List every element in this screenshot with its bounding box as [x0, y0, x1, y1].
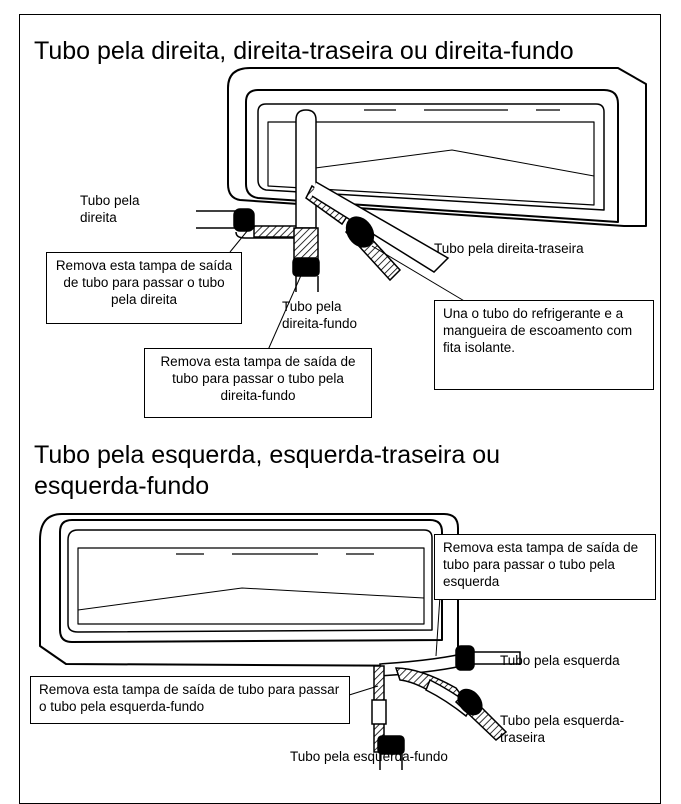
label-right-rear-pipe: Tubo pela direita-traseira — [434, 241, 584, 256]
pipes-bottom — [371, 645, 521, 770]
label-right-pipe: Tubo pela direita — [80, 193, 140, 225]
pipes-top — [196, 109, 450, 292]
callout-remove-right-bottom-cover: Remova esta tampa de saída de tubo para … — [144, 348, 372, 418]
leaders-bottom — [345, 595, 441, 697]
label-right-bottom-pipe: Tubo pela direita-fundo — [282, 299, 358, 331]
callout-remove-right-cover: Remova esta tampa de saída de tubo para … — [46, 252, 242, 324]
leaders-top — [229, 229, 467, 351]
callout-tape-pipes: Una o tubo do refrigerante e a mangueira… — [434, 300, 654, 390]
heading-right-piping: Tubo pela direita, direita-traseira ou d… — [34, 37, 574, 65]
callout-remove-left-bottom-cover: Remova esta tampa de saída de tubo para … — [30, 676, 350, 724]
label-left-pipe: Tubo pela esquerda — [500, 653, 620, 668]
label-left-bottom-pipe: Tubo pela esquerda-fundo — [290, 749, 448, 764]
indoor-unit-bottom — [39, 513, 459, 667]
indoor-unit-top — [227, 67, 647, 227]
label-left-rear-pipe: Tubo pela esquerda-traseira — [500, 713, 625, 745]
heading-left-piping: Tubo pela esquerda, esquerda-traseira ou… — [34, 441, 501, 500]
callout-remove-left-cover: Remova esta tampa de saída de tubo para … — [434, 534, 656, 600]
